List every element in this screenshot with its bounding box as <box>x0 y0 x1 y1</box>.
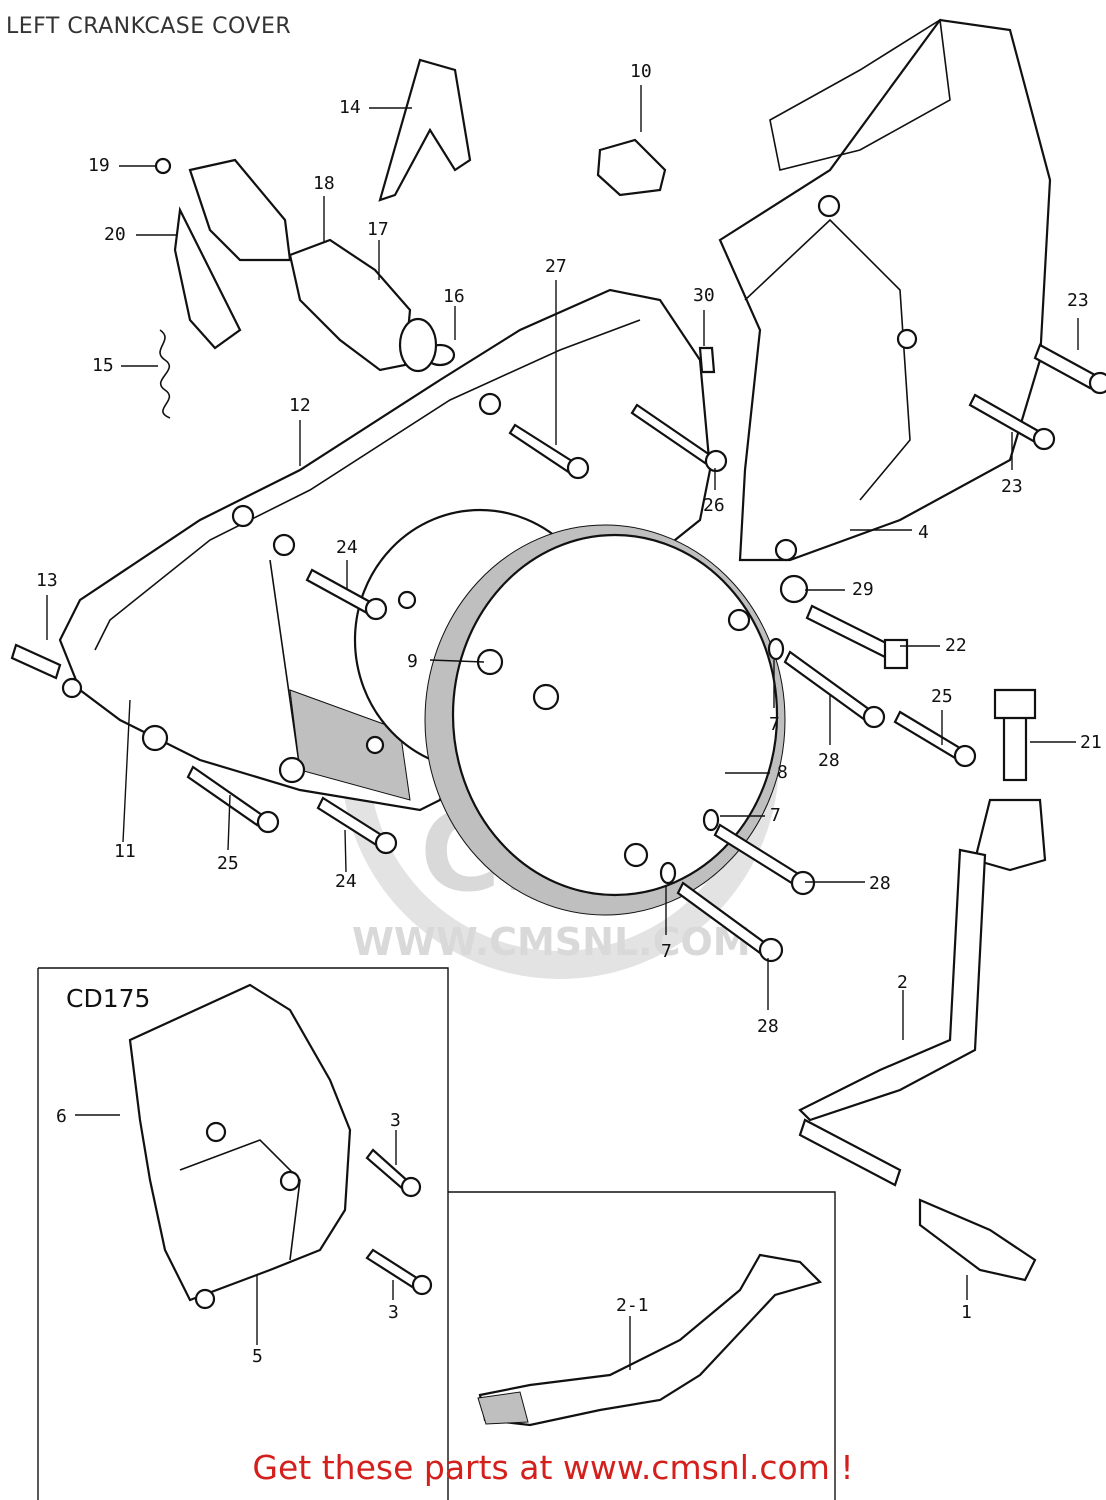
callout-30: 30 <box>693 285 715 306</box>
clutch-cover <box>424 524 786 916</box>
callout-7a: 7 <box>769 714 780 735</box>
shift-mechanism <box>159 58 667 419</box>
gearshift-pedal <box>798 798 1047 1282</box>
callout-2-1: 2-1 <box>616 1295 649 1316</box>
callout-17: 17 <box>367 219 389 240</box>
callout-22: 22 <box>945 635 967 656</box>
callout-13: 13 <box>36 570 58 591</box>
washers <box>154 157 809 885</box>
callout-24b: 24 <box>335 871 357 892</box>
callout-11: 11 <box>114 841 136 862</box>
callout-14: 14 <box>339 97 361 118</box>
pedal-inset <box>477 1253 823 1427</box>
callout-15: 15 <box>92 355 114 376</box>
callout-23b: 23 <box>1001 476 1023 497</box>
callout-2: 2 <box>897 972 908 993</box>
callout-7b: 7 <box>770 805 781 826</box>
callout-10: 10 <box>630 61 652 82</box>
cd175-cover <box>128 983 352 1310</box>
callout-26: 26 <box>703 495 725 516</box>
diagram-title: LEFT CRANKCASE COVER <box>6 14 292 39</box>
callout-19: 19 <box>88 155 110 176</box>
callout-28b: 28 <box>869 873 891 894</box>
sprocket-cover <box>718 18 1052 562</box>
watermark-site: WWW.CMSNL.COM <box>352 920 751 964</box>
callout-28c: 28 <box>757 1016 779 1037</box>
callout-12: 12 <box>289 395 311 416</box>
screws <box>10 343 1106 1296</box>
callout-24a: 24 <box>336 537 358 558</box>
callout-4: 4 <box>918 522 929 543</box>
inset-model-label: CD175 <box>66 984 151 1013</box>
callout-28a: 28 <box>818 750 840 771</box>
inset-frames <box>37 967 836 1500</box>
callout-18: 18 <box>313 173 335 194</box>
callout-25b: 25 <box>217 853 239 874</box>
callout-16: 16 <box>443 286 465 307</box>
callout-21: 21 <box>1080 732 1102 753</box>
callout-20: 20 <box>104 224 126 245</box>
callout-27: 27 <box>545 256 567 277</box>
callouts: 1 2 2-1 3 3 4 5 6 7 7 7 8 9 10 11 12 13 … <box>36 61 1102 1367</box>
callout-3a: 3 <box>390 1110 401 1131</box>
callout-7c: 7 <box>661 941 672 962</box>
callout-5: 5 <box>252 1346 263 1367</box>
callout-23a: 23 <box>1067 290 1089 311</box>
callout-29: 29 <box>852 579 874 600</box>
leader-lines <box>46 85 1079 1370</box>
callout-25a: 25 <box>931 686 953 707</box>
footer-link-text[interactable]: Get these parts at www.cmsnl.com ! <box>252 1448 854 1487</box>
callout-3b: 3 <box>388 1302 399 1323</box>
callout-1: 1 <box>961 1302 972 1323</box>
callout-9: 9 <box>407 651 418 672</box>
callout-6: 6 <box>56 1106 67 1127</box>
callout-8: 8 <box>777 762 788 783</box>
